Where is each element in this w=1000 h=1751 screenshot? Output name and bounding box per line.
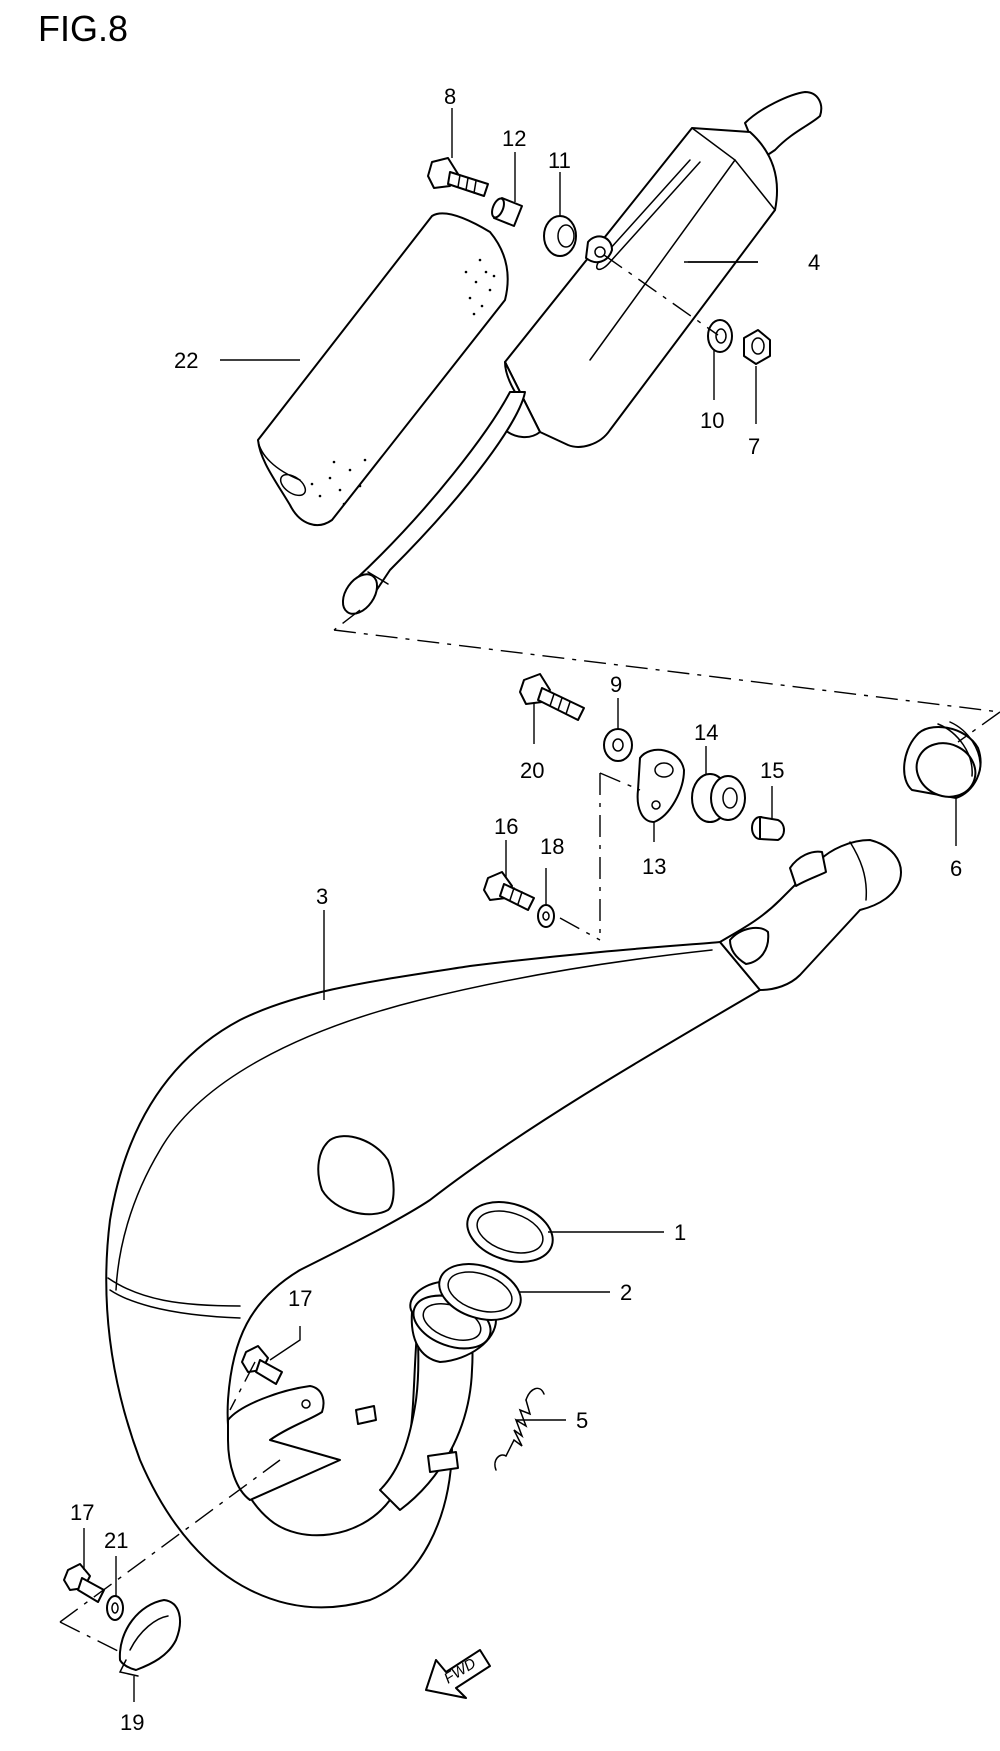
spring-5: [494, 1387, 545, 1471]
callout-17-upper: 17: [288, 1286, 312, 1311]
grommet-14: [691, 773, 746, 823]
collar-12: [491, 197, 523, 227]
bolt-8: [427, 157, 489, 197]
chamber-outlet-neck: [719, 839, 902, 991]
callout-4: 4: [808, 250, 820, 275]
callout-14: 14: [694, 720, 718, 745]
callout-12: 12: [502, 126, 526, 151]
figure-title: FIG.8: [38, 8, 129, 49]
bolt-20: [519, 673, 585, 721]
callout-11: 11: [548, 148, 571, 173]
chamber-hanger-tab: [789, 850, 827, 887]
muffler-heat-shield: [257, 212, 509, 526]
washer-10: [707, 319, 733, 353]
callout-22: 22: [174, 348, 198, 373]
callout-16: 16: [494, 814, 518, 839]
chamber-mid-tab: [729, 926, 770, 965]
callout-2: 2: [620, 1280, 632, 1305]
callout-1: 1: [674, 1220, 686, 1245]
washer-18: [537, 904, 555, 928]
expansion-chamber: [105, 941, 761, 1609]
bolt-17-lower: [63, 1563, 105, 1603]
gasket-2: [438, 1263, 522, 1321]
callout-9: 9: [610, 672, 622, 697]
muffler-body: [504, 127, 779, 448]
callout-5: 5: [576, 1408, 588, 1433]
nut-7: [743, 329, 771, 365]
callout-21: 21: [104, 1528, 128, 1553]
callout-15: 15: [760, 758, 784, 783]
grommet-11: [543, 215, 577, 257]
callout-20: 20: [520, 758, 544, 783]
callout-19: 19: [120, 1710, 144, 1735]
forward-direction-arrow: FWD: [425, 1649, 491, 1699]
collar-15: [751, 816, 785, 841]
joint-rubber-6: [903, 721, 982, 799]
callout-3: 3: [316, 884, 328, 909]
callout-18: 18: [540, 834, 564, 859]
callout-8: 8: [444, 84, 456, 109]
callout-10: 10: [700, 408, 724, 433]
callout-7: 7: [748, 434, 760, 459]
chamber-oval-plate: [317, 1135, 395, 1216]
callout-6: 6: [950, 856, 962, 881]
chamber-stay-bracket: [227, 1385, 341, 1501]
guard-19: [118, 1599, 181, 1677]
muffler-tail-pipe: [744, 91, 823, 161]
bracket-13: [636, 749, 685, 823]
callout-17-lower: 17: [70, 1500, 94, 1525]
callout-13: 13: [642, 854, 666, 879]
bolt-16: [483, 871, 535, 911]
washer-21: [106, 1595, 124, 1621]
washer-9: [603, 728, 633, 762]
gasket-1: [466, 1201, 554, 1263]
bolt-17-upper: [241, 1345, 283, 1385]
